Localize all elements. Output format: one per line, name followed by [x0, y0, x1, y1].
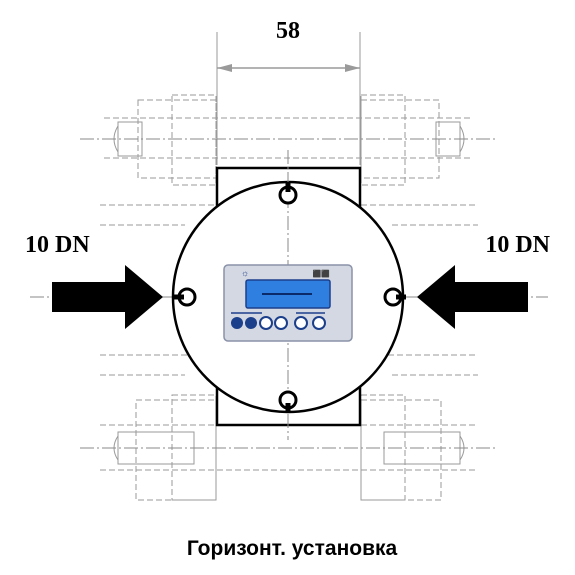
- upper-flange-hidden-lines: [80, 94, 497, 226]
- display-module: ☼ ⬛⬛: [223, 264, 353, 342]
- left-dn-label: 10 DN: [25, 232, 90, 258]
- screw-icon: [383, 287, 406, 307]
- flow-arrow-right-icon: [52, 265, 163, 329]
- lower-flange-hidden-lines: [80, 354, 497, 501]
- right-dn-label: 10 DN: [485, 232, 550, 258]
- screw-icon: [278, 390, 298, 413]
- button-icon: [312, 316, 326, 330]
- display-right-mark: ⬛⬛: [313, 269, 331, 278]
- screw-icon: [174, 287, 197, 307]
- button-icon: [294, 316, 308, 330]
- caption: Горизонт. установка: [187, 537, 398, 560]
- button-icon: [245, 317, 257, 329]
- screw-icon: [278, 182, 298, 205]
- flow-arrow-left-icon: [417, 265, 528, 329]
- dimension-58: 58: [216, 18, 361, 165]
- button-icon: [231, 317, 243, 329]
- button-icon: [274, 316, 288, 330]
- button-icon: [259, 316, 273, 330]
- dimension-value: 58: [276, 18, 300, 44]
- display-left-mark: ☼: [241, 268, 249, 278]
- mounting-screws: [174, 182, 406, 413]
- display-buttons: [231, 312, 326, 330]
